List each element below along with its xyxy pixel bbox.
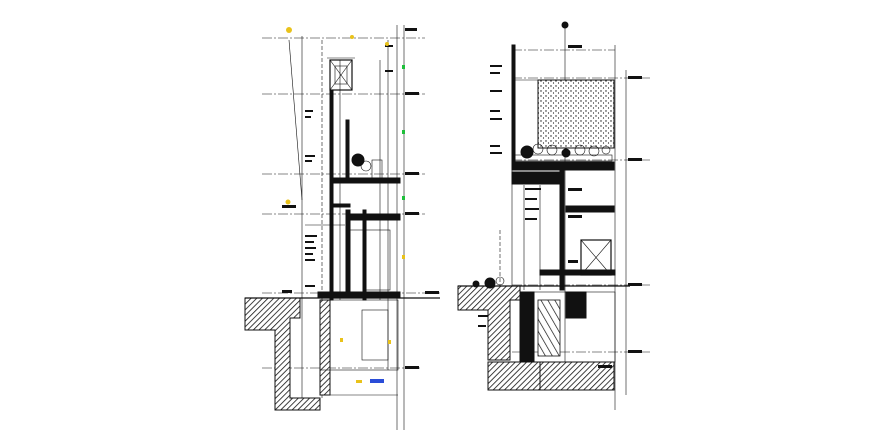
stair: [537, 299, 561, 357]
walls-right: [511, 44, 565, 291]
axis-lines-left: [301, 25, 405, 430]
marker-yellow: [286, 27, 292, 33]
plant-left: [351, 153, 383, 179]
slabs-left: [317, 177, 401, 299]
color-markers-left: [285, 27, 405, 383]
annotation-marks-right: [478, 45, 642, 368]
annotation-marks-left: [282, 28, 439, 369]
level-lines-right: [512, 49, 650, 353]
window-right: [580, 239, 612, 276]
interior-elements-left: [305, 224, 391, 361]
ground-plants-right: [472, 276, 505, 289]
ground-right: [457, 285, 630, 391]
section-left: [244, 25, 440, 430]
rooftop-box: [327, 57, 355, 91]
marker-blue: [370, 379, 384, 383]
gravel-panel: [537, 79, 615, 149]
section-right: [457, 21, 650, 410]
leader-line: [288, 39, 303, 201]
axis-marker: [561, 21, 569, 29]
ground-left: [244, 297, 440, 411]
